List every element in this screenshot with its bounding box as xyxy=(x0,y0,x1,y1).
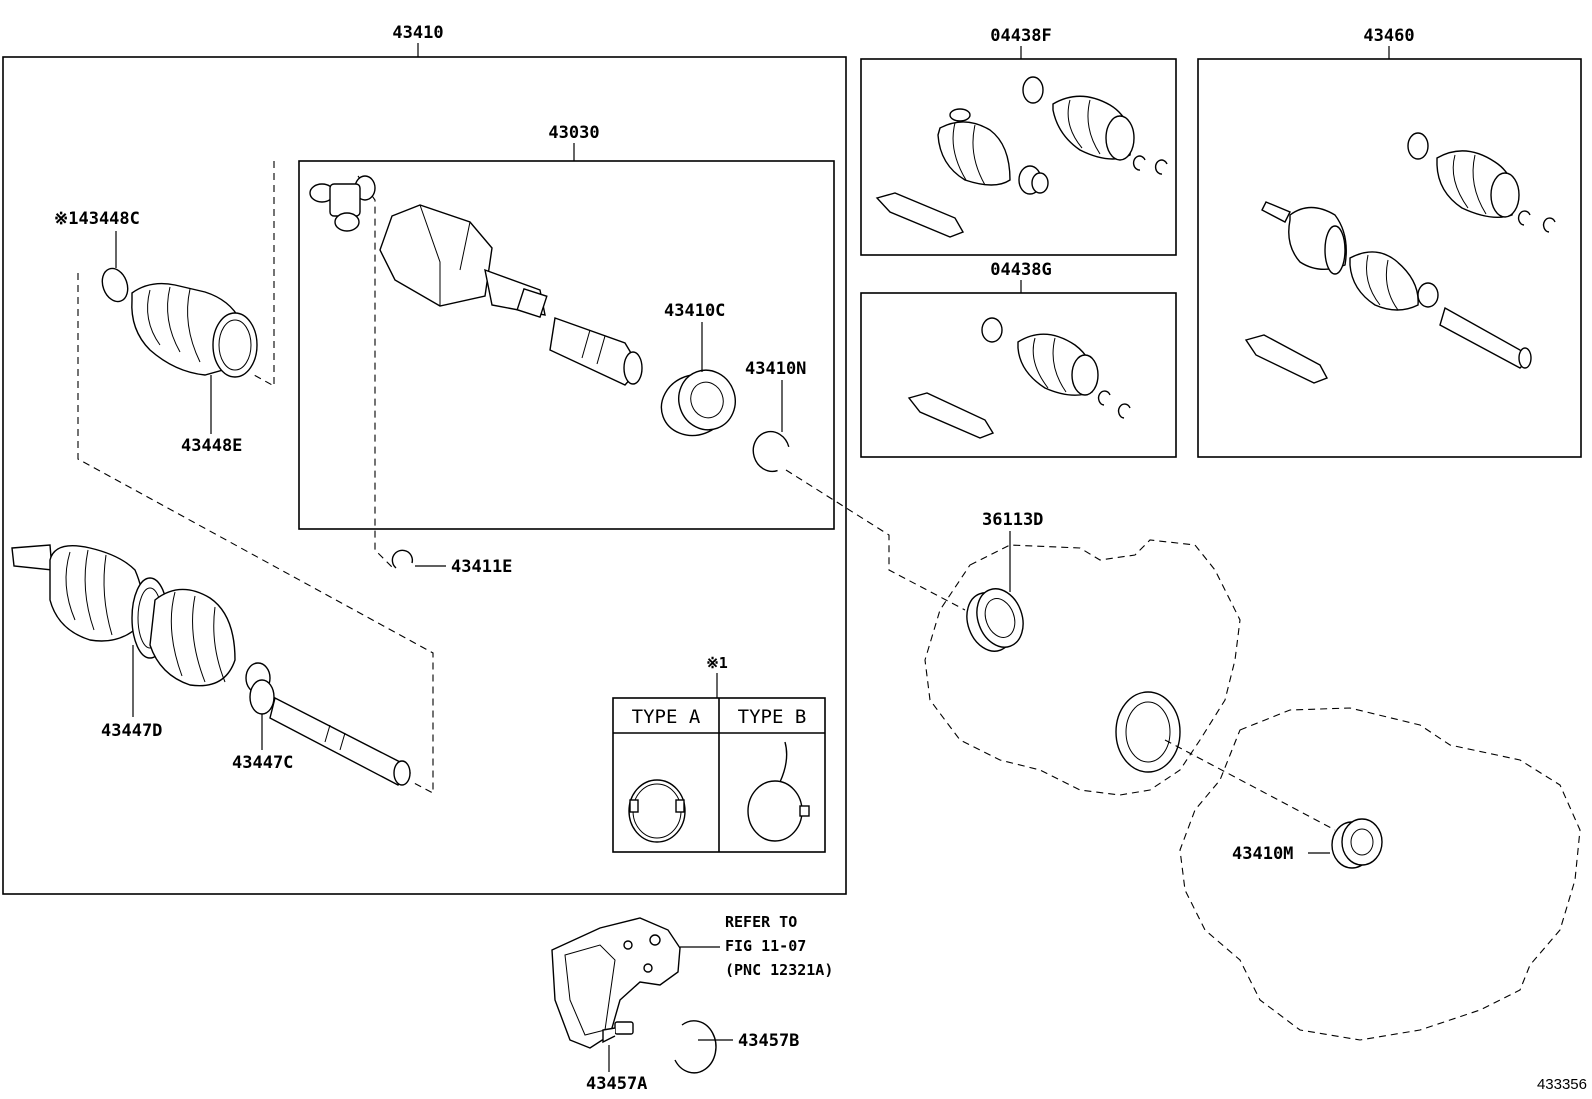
frame-04438F xyxy=(860,58,1177,256)
label-43410C: 43410C xyxy=(664,301,725,321)
label-36113D: 36113D xyxy=(982,510,1043,530)
drive-shaft-assembly xyxy=(11,544,411,786)
label-43447D: 43447D xyxy=(101,721,162,741)
figure-number: 433356 xyxy=(1537,1076,1587,1093)
bearing-bracket xyxy=(551,917,681,1049)
type-a-header: TYPE A xyxy=(632,706,701,728)
type-a-clamp-icon xyxy=(628,779,686,843)
label-43460: 43460 xyxy=(1363,26,1414,46)
frame-43030 xyxy=(298,160,835,530)
bolt-43457A xyxy=(602,1021,634,1044)
tripod-joint xyxy=(309,175,376,232)
label-43457B: 43457B xyxy=(738,1031,799,1051)
label-43448C: ※143448C xyxy=(54,209,140,229)
refer-line2: FIG 11-07 xyxy=(725,937,806,955)
label-04438F: 04438F xyxy=(990,26,1051,46)
boot-kit-04438F xyxy=(875,76,1168,238)
refer-line3: (PNC 12321A) xyxy=(725,961,833,979)
boot-clamp-small xyxy=(101,267,129,303)
label-43030: 43030 xyxy=(548,123,599,143)
snap-ring-43410N xyxy=(752,430,790,473)
label-43447C: 43447C xyxy=(232,753,293,773)
oil-seal-43410M xyxy=(1331,818,1383,869)
label-43448E: 43448E xyxy=(181,436,242,456)
label-43410M: 43410M xyxy=(1232,844,1293,864)
type-b-clamp-icon xyxy=(747,741,810,842)
label-43410N: 43410N xyxy=(745,359,806,379)
bearing-43410C xyxy=(660,369,736,437)
frame-43410 xyxy=(2,56,847,895)
type-b-header: TYPE B xyxy=(738,706,807,728)
label-43457A: 43457A xyxy=(586,1074,647,1094)
frame-04438G xyxy=(860,292,1177,458)
outer-race-housing xyxy=(379,204,548,319)
snap-ring-43411E xyxy=(391,549,414,569)
label-43410: 43410 xyxy=(392,23,443,43)
inboard-boot xyxy=(131,282,258,378)
label-43411E: 43411E xyxy=(451,557,512,577)
transaxle-outline xyxy=(924,539,1581,1041)
label-04438G: 04438G xyxy=(990,260,1051,280)
oil-seal-36113D xyxy=(966,588,1024,652)
refer-line1: REFER TO xyxy=(725,913,797,931)
boot-kit-04438G xyxy=(907,317,1131,439)
inner-shaft-43030 xyxy=(549,317,643,386)
clamp-43457B xyxy=(674,1020,717,1074)
outboard-shaft-kit-43460 xyxy=(1244,132,1556,384)
note-mark: ※1 xyxy=(706,654,728,672)
